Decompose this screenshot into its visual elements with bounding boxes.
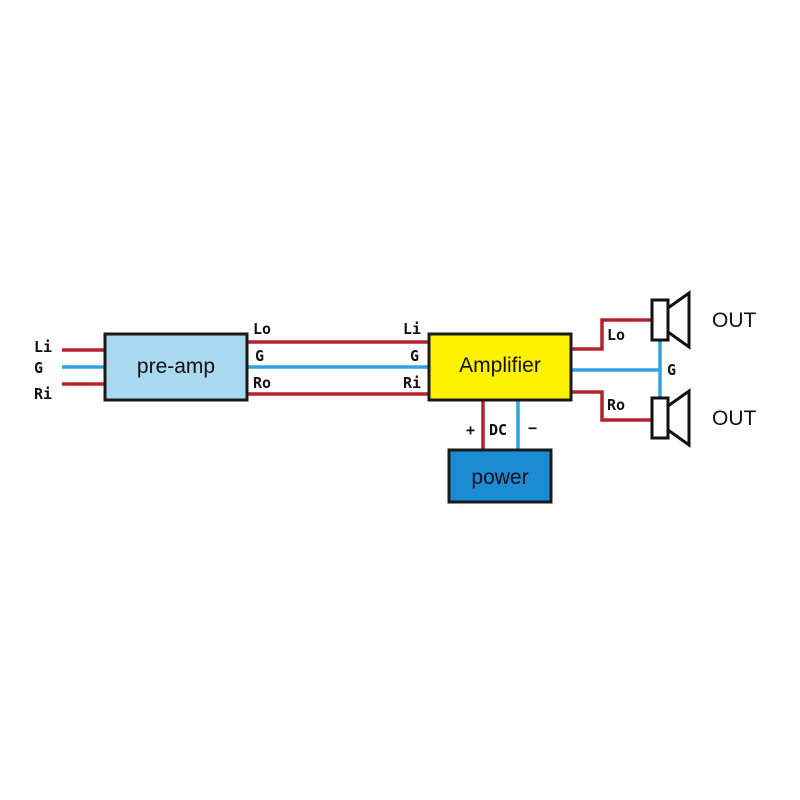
output-top-label: OUT bbox=[712, 309, 757, 332]
power-block bbox=[447, 448, 553, 504]
speaker-ground-label: G bbox=[667, 361, 676, 379]
preamp-label: pre-amp bbox=[137, 355, 215, 378]
speaker-right-wire bbox=[570, 390, 652, 422]
speaker-left-label: Lo bbox=[607, 326, 625, 344]
amp-left-in-label: Li bbox=[403, 320, 421, 338]
amp-ground-label: G bbox=[410, 347, 419, 365]
preamp-ground-label: G bbox=[255, 347, 264, 365]
preamp-left-out-label: Lo bbox=[253, 320, 271, 338]
speaker-icon bbox=[650, 388, 691, 448]
amp-right-in-label: Ri bbox=[403, 374, 421, 392]
power-dc-label: DC bbox=[489, 421, 507, 439]
power-minus-label: − bbox=[528, 419, 537, 437]
power-plus-label: + bbox=[466, 421, 475, 439]
speaker-right-label: Ro bbox=[607, 396, 625, 414]
input-left-label: Li bbox=[34, 338, 52, 356]
preamp-right-out-label: Ro bbox=[253, 374, 271, 392]
input-ground-label: G bbox=[34, 359, 43, 377]
speaker-icon bbox=[650, 290, 691, 350]
output-bottom-label: OUT bbox=[712, 407, 757, 430]
preamp-block bbox=[103, 332, 249, 402]
speaker-left-wire bbox=[570, 318, 652, 351]
power-label: power bbox=[471, 466, 528, 489]
amplifier-label: Amplifier bbox=[459, 354, 541, 377]
input-right-label: Ri bbox=[34, 385, 52, 403]
amplifier-block bbox=[427, 332, 573, 402]
